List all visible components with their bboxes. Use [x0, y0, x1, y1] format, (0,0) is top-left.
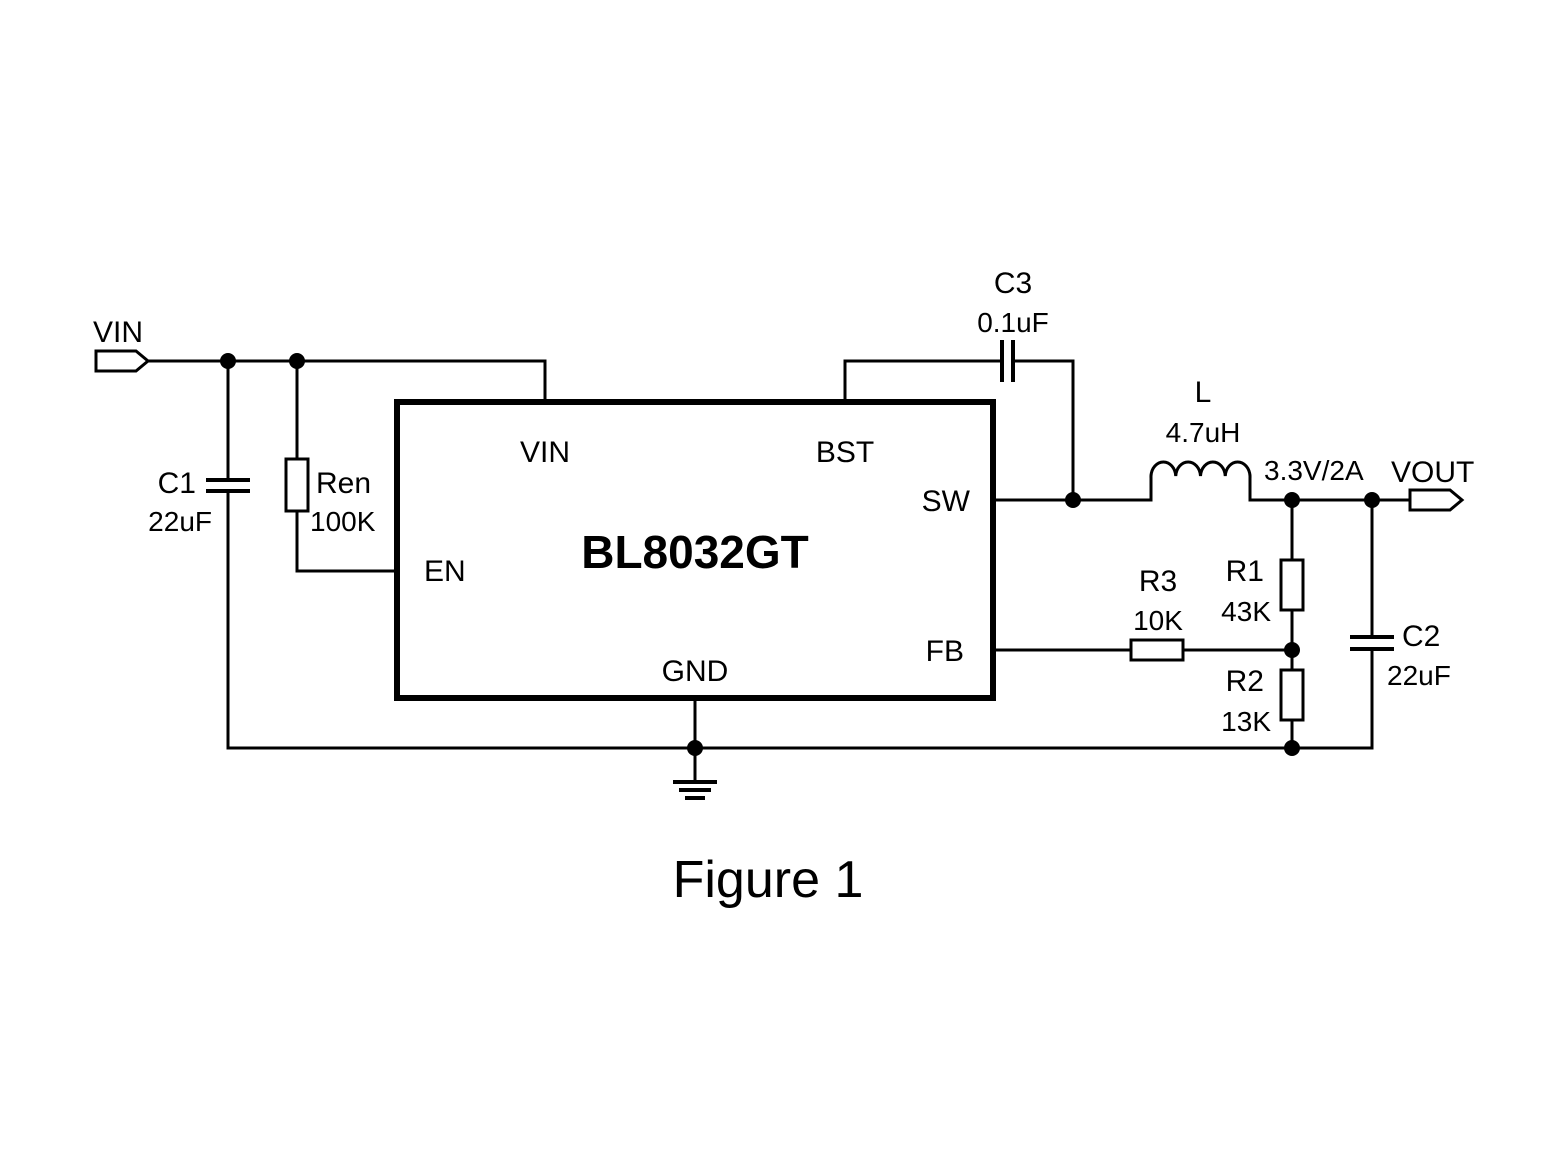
junction-dot [1284, 492, 1300, 508]
r1-resistor-body [1279, 558, 1305, 612]
junctions [220, 353, 1380, 756]
pin-label-en: EN [424, 555, 466, 588]
inductor-out-wire [1248, 474, 1412, 502]
c1-value-label: 22uF [148, 506, 212, 537]
r2-value-label: 13K [1221, 706, 1271, 737]
pin-label-vin: VIN [520, 436, 570, 469]
sw-wire [994, 474, 1153, 502]
chip-name: BL8032GT [581, 526, 809, 578]
r1-ref-label: R1 [1226, 555, 1264, 588]
pin-label-gnd: GND [662, 655, 729, 688]
r3-ref-label: R3 [1139, 565, 1177, 598]
vin-rail-wire [146, 359, 547, 404]
c2-value-label: 22uF [1387, 660, 1451, 691]
r3-resistor-body [1129, 638, 1185, 662]
r2-ref-label: R2 [1226, 665, 1264, 698]
ren-value-label: 100K [310, 506, 376, 537]
junction-dot [687, 740, 703, 756]
junction-dot [1065, 492, 1081, 508]
ren-ref-label: Ren [316, 467, 371, 500]
junction-dot [1284, 740, 1300, 756]
vout-port-icon [1408, 488, 1465, 512]
junction-dot [220, 353, 236, 369]
c2-ref-label: C2 [1402, 620, 1440, 653]
vout-port-label: VOUT [1391, 456, 1474, 489]
l-value-label: 4.7uH [1166, 417, 1241, 448]
r3-value-label: 10K [1133, 605, 1183, 636]
junction-dot [289, 353, 305, 369]
inductor-coil-icon [1149, 460, 1252, 478]
r2-resistor-body [1279, 668, 1305, 722]
ground-icon [673, 780, 717, 800]
vin-port-label: VIN [93, 316, 143, 349]
en-wire [295, 509, 399, 573]
output-rating-label: 3.3V/2A [1264, 455, 1364, 486]
c3-ref-label: C3 [994, 267, 1032, 300]
vin-port-icon [94, 349, 151, 373]
figure-caption: Figure 1 [673, 851, 864, 909]
c3-value-label: 0.1uF [977, 307, 1049, 338]
bst-wire [843, 359, 1003, 404]
r1-value-label: 43K [1221, 596, 1271, 627]
chip-body [394, 399, 996, 701]
pin-label-sw: SW [922, 485, 971, 518]
c1-ref-label: C1 [158, 467, 196, 500]
l-ref-label: L [1195, 376, 1212, 409]
ren-resistor-body [284, 457, 310, 513]
c3-right-wire [1011, 359, 1075, 502]
junction-dot [1284, 642, 1300, 658]
pin-label-bst: BST [816, 436, 874, 469]
junction-dot [1364, 492, 1380, 508]
pin-label-fb: FB [926, 635, 964, 668]
